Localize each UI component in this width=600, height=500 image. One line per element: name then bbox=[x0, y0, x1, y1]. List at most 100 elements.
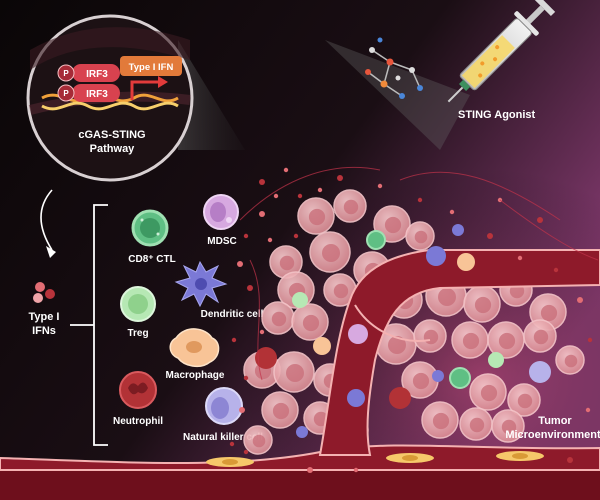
ifn-particle bbox=[243, 375, 249, 381]
ifn-particle bbox=[247, 285, 253, 291]
tumor-cell bbox=[269, 245, 303, 279]
tumor-cell bbox=[243, 425, 273, 455]
neutrophil-cell-icon bbox=[119, 371, 157, 409]
ifn-particle bbox=[537, 217, 543, 223]
ifn-particle bbox=[567, 457, 573, 463]
ifn-particle bbox=[517, 255, 523, 261]
tumor-cell bbox=[261, 301, 295, 335]
endothelial-cells bbox=[206, 451, 544, 467]
ifn-particle bbox=[553, 267, 559, 273]
tumor-cell bbox=[523, 319, 557, 353]
ifn-particle bbox=[293, 233, 299, 239]
tumor-cell bbox=[261, 391, 299, 429]
tumor-cell bbox=[333, 189, 367, 223]
tumor-cell bbox=[555, 345, 585, 375]
blood-vessel bbox=[0, 249, 600, 500]
tumor-cell bbox=[309, 231, 351, 273]
macrophage-cell-icon bbox=[169, 328, 220, 368]
ifn-particle bbox=[585, 407, 591, 413]
ifn-gene-box: Type I IFN bbox=[120, 56, 182, 76]
phospho-label-top: P bbox=[63, 69, 69, 78]
ifn-particle bbox=[297, 193, 303, 199]
mdsc-label: MDSC bbox=[207, 236, 236, 247]
tumor-cell bbox=[273, 351, 315, 393]
neutrophil-label: Neutrophil bbox=[113, 416, 163, 427]
tumor-cell bbox=[459, 407, 493, 441]
tumor-cell bbox=[451, 321, 489, 359]
tumor-cell bbox=[469, 373, 507, 411]
ifn-particle bbox=[239, 407, 245, 413]
tumor-cell bbox=[413, 319, 447, 353]
ifn-particle bbox=[267, 237, 273, 243]
zoom-cone bbox=[178, 40, 245, 150]
infiltrating-immune-cells bbox=[255, 224, 551, 438]
ifn-box-label: Type I IFN bbox=[129, 62, 174, 73]
tumor-cell bbox=[507, 383, 541, 417]
tumor-label-line2: Microenvironment bbox=[505, 429, 600, 441]
ifn-particle bbox=[243, 233, 249, 239]
tissue-fiber bbox=[239, 166, 381, 221]
nk-cell-icon bbox=[205, 387, 243, 425]
ifn-particle bbox=[231, 337, 237, 343]
tumor-cell bbox=[491, 409, 525, 443]
ifn-particle bbox=[283, 167, 289, 173]
ifn-particle bbox=[229, 441, 235, 447]
tumor-label-line1: Tumor bbox=[538, 415, 572, 427]
ifn-particle bbox=[259, 211, 265, 217]
ifns-label-line2: IFNs bbox=[32, 325, 56, 337]
tissue-fiber bbox=[249, 259, 263, 381]
transcription-arrow bbox=[130, 80, 160, 100]
ifn-particle bbox=[577, 297, 583, 303]
ifn-particle bbox=[353, 467, 359, 473]
ifn-particle bbox=[449, 209, 455, 215]
ifns-label-line1: Type I bbox=[29, 311, 60, 323]
dendritic-label: Dendritic cell bbox=[201, 309, 264, 320]
ifn-particle bbox=[237, 261, 243, 267]
tissue-fiber bbox=[499, 199, 599, 261]
irf3-top: P IRF3 bbox=[57, 64, 120, 82]
tumor-cell bbox=[421, 401, 459, 439]
ifn-particles bbox=[33, 282, 55, 303]
sting-agonist-label: STING Agonist bbox=[458, 109, 536, 121]
treg-cell-icon bbox=[120, 286, 156, 322]
tumor-cell bbox=[291, 303, 329, 341]
irf3-bottom: P IRF3 bbox=[57, 84, 120, 102]
syringe-icon bbox=[447, 0, 556, 103]
pathway-title-line1: cGAS-STING bbox=[78, 129, 145, 141]
ifn-particle bbox=[307, 467, 313, 473]
irf3-label-bottom: IRF3 bbox=[86, 89, 108, 100]
cell-bracket bbox=[70, 204, 108, 446]
pathway-inset: P IRF3 P IRF3 Type I IFN cGAS-STING Path… bbox=[26, 14, 194, 182]
flow-arrow bbox=[40, 189, 56, 258]
ifn-particle bbox=[587, 337, 593, 343]
dendritic-cell-icon bbox=[174, 260, 228, 308]
ifn-particle bbox=[243, 449, 249, 455]
nk-label: Natural killer cell bbox=[183, 432, 263, 443]
scattered-particles bbox=[229, 166, 599, 473]
tissue-fiber bbox=[399, 171, 561, 221]
ifn-particle bbox=[317, 187, 323, 193]
phospho-label-bottom: P bbox=[63, 89, 69, 98]
ifn-particle bbox=[337, 175, 343, 181]
ifn-particle bbox=[487, 233, 493, 239]
pathway-title-line2: Pathway bbox=[90, 143, 136, 155]
macrophage-label: Macrophage bbox=[166, 370, 225, 381]
irf3-label-top: IRF3 bbox=[86, 69, 108, 80]
ifn-particle bbox=[417, 197, 423, 203]
tumor-cell bbox=[463, 285, 501, 323]
cd8-label: CD8⁺ CTL bbox=[128, 254, 176, 265]
ifn-particle bbox=[273, 193, 279, 199]
tumor-cell bbox=[405, 221, 435, 251]
mdsc-cell-icon bbox=[203, 194, 239, 230]
arrow-head bbox=[158, 76, 168, 88]
cd8-cell-icon bbox=[131, 209, 169, 247]
molecule-cone bbox=[325, 40, 470, 150]
treg-label: Treg bbox=[127, 328, 148, 339]
ifn-particle bbox=[259, 329, 265, 335]
tumor-cell bbox=[487, 321, 525, 359]
tumor-cell bbox=[297, 197, 335, 235]
ifn-particle bbox=[377, 183, 383, 189]
sting-agonist-molecule-icon bbox=[365, 37, 423, 99]
